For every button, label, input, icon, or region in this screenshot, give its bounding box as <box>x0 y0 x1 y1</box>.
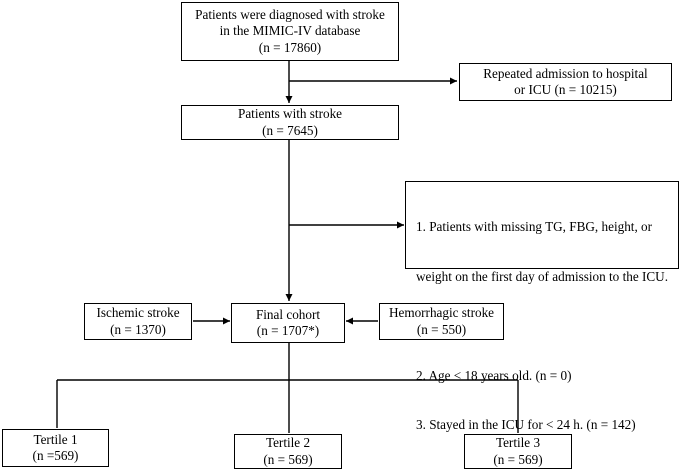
hemorrhagic-line-2: (n = 550) <box>416 321 467 337</box>
tertile1-line-2: (n =569) <box>32 448 79 463</box>
tertile3-line-2: (n = 569) <box>493 451 543 467</box>
diagnosed-line-1: Patients were diagnosed with stroke <box>195 6 385 22</box>
stroke-line-1: Patients with stroke <box>237 106 343 121</box>
exclusion-line-1: 1. Patients with missing TG, FBG, height… <box>416 219 653 234</box>
final-line-1: Final cohort <box>255 306 321 322</box>
ischemic-stroke-box: Ischemic stroke (n = 1370) <box>84 303 192 340</box>
ischemic-line-2: (n = 1370) <box>110 321 166 337</box>
diagnosed-line-3: (n = 17860) <box>258 39 322 55</box>
tertile2-line-1: Tertile 2 <box>265 435 311 450</box>
repeated-admission-box: Repeated admission to hospital or ICU (n… <box>459 63 672 101</box>
hemorrhagic-stroke-box: Hemorrhagic stroke (n = 550) <box>379 303 504 340</box>
repeated-line-1: Repeated admission to hospital <box>483 65 648 81</box>
tertile3-line-1: Tertile 3 <box>495 435 541 450</box>
exclusion-line-5: 3. Stayed in the ICU for < 24 h. (n = 14… <box>416 417 636 432</box>
tertile-2-box: Tertile 2 (n = 569) <box>234 434 342 469</box>
exclusions-box: 1. Patients with missing TG, FBG, height… <box>405 181 679 432</box>
tertile2-line-2: (n = 569) <box>263 451 313 467</box>
final-line-2: (n = 1707*) <box>256 323 320 338</box>
final-cohort-box: Final cohort (n = 1707*) <box>231 303 345 343</box>
repeated-line-2: or ICU (n = 10215) <box>514 82 617 97</box>
diagnosed-box: Patients were diagnosed with stroke in t… <box>181 2 399 61</box>
tertile1-line-1: Tertile 1 <box>33 431 78 447</box>
tertile-3-box: Tertile 3 (n = 569) <box>464 434 572 469</box>
exclusion-line-4: 2. Age < 18 years old. (n = 0) <box>416 367 572 383</box>
hemorrhagic-line-1: Hemorrhagic stroke <box>388 305 495 320</box>
diagnosed-line-2: in the MIMIC-IV database <box>219 23 361 39</box>
exclusion-line-2: weight on the first day of admission to … <box>416 268 668 284</box>
stroke-line-2: (n = 7645) <box>262 122 318 138</box>
ischemic-line-1: Ischemic stroke <box>96 305 180 320</box>
tertile-1-box: Tertile 1 (n =569) <box>2 429 109 467</box>
stroke-box: Patients with stroke (n = 7645) <box>181 105 399 140</box>
